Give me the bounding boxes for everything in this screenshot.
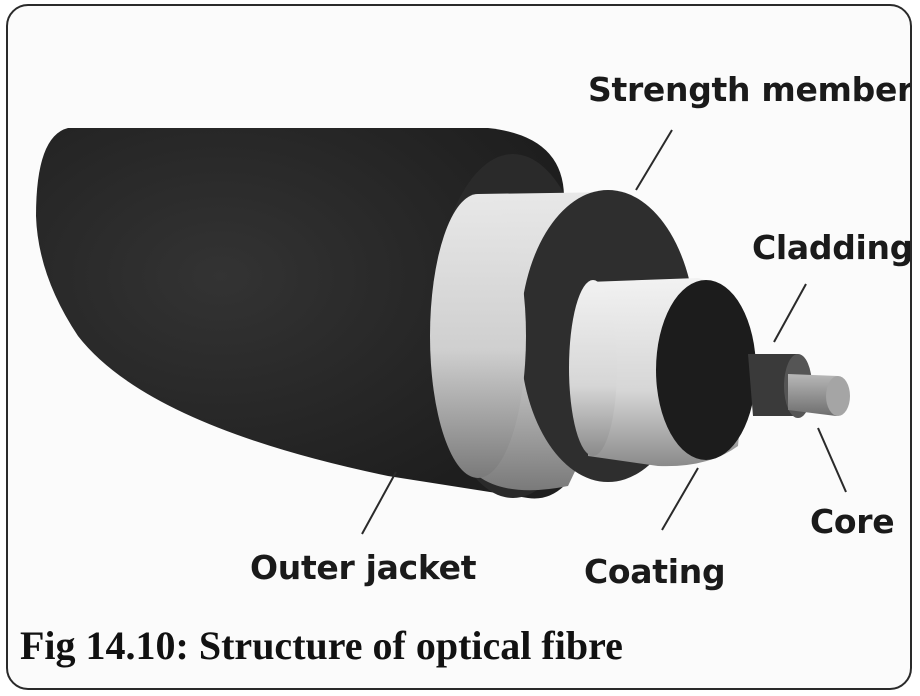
leader-cladding: [773, 283, 807, 343]
label-core: Core: [810, 502, 895, 541]
leader-outer-jacket: [361, 471, 397, 535]
core-shape: [788, 374, 850, 416]
coating-shape: [569, 278, 756, 467]
leader-core: [817, 427, 847, 493]
label-outer-jacket: Outer jacket: [250, 548, 477, 587]
fibre-structure-diagram: [36, 128, 850, 535]
figure-caption: Fig 14.10: Structure of optical fibre: [20, 623, 623, 668]
label-coating: Coating: [584, 552, 726, 591]
label-strength-member: Strength member: [588, 70, 912, 109]
leader-lines: [361, 129, 847, 535]
leader-coating: [661, 467, 699, 531]
label-cladding: Cladding: [752, 228, 912, 267]
leader-strength-member: [635, 129, 673, 191]
figure-frame: Strength member Cladding Core Coating Ou…: [6, 4, 912, 690]
